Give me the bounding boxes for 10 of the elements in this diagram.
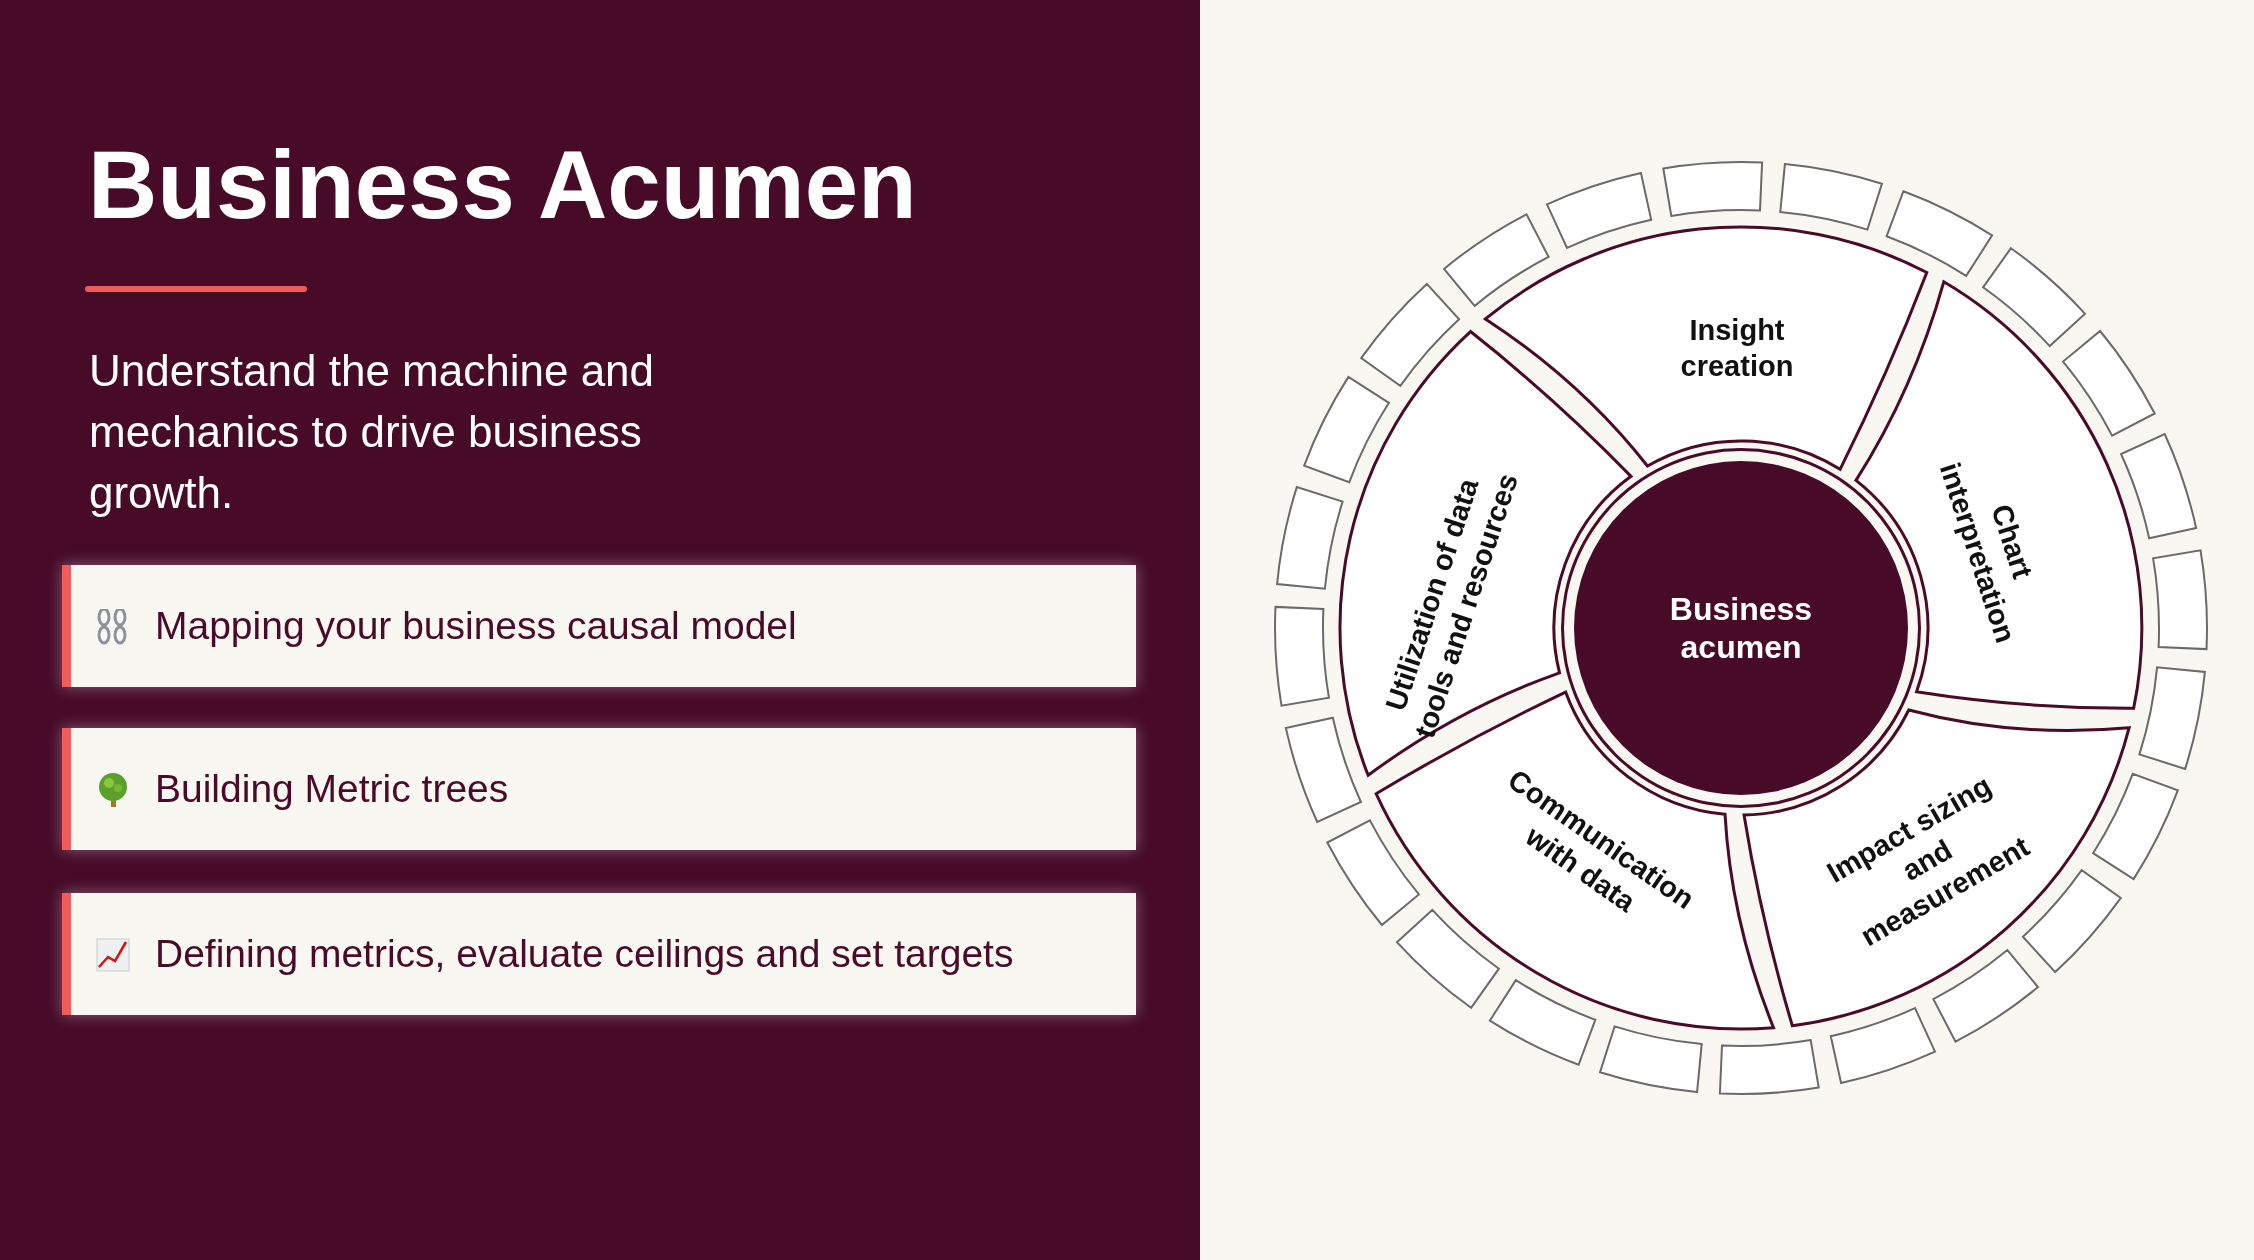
card-text: Mapping your business causal model: [155, 603, 797, 649]
center-label: Business acumen: [1668, 590, 1814, 666]
card-text: Building Metric trees: [155, 766, 509, 812]
card-text: Defining metrics, evaluate ceilings and set targets: [155, 931, 1014, 977]
list-card: [62, 728, 1136, 850]
segment-label: Insight creation: [1679, 313, 1795, 384]
title: Business Acumen: [88, 130, 917, 240]
list-card: [62, 893, 1136, 1015]
subtitle: Understand the machine and mechanics to drive business growth.: [89, 345, 656, 519]
list-card: [62, 565, 1136, 687]
